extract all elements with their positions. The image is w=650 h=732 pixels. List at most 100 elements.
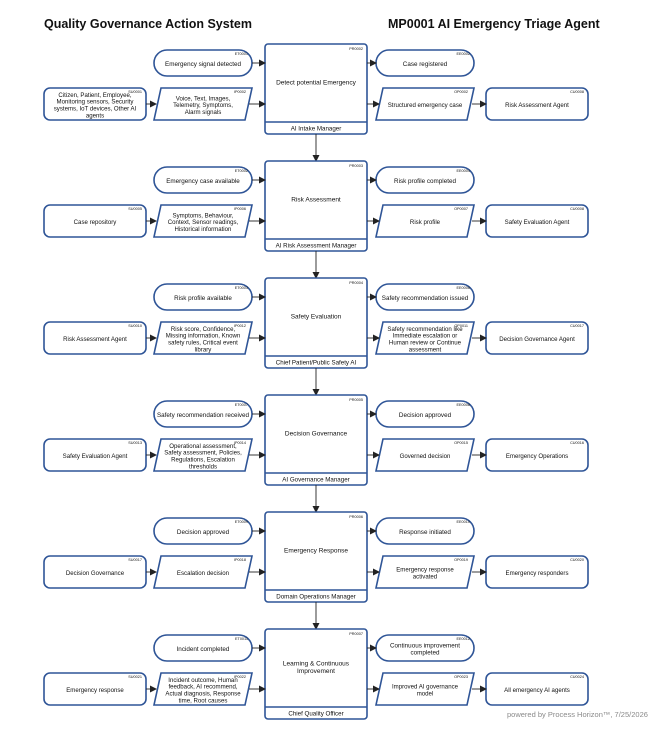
input-label: feedback, AI recommend, (168, 684, 237, 691)
customer-code: CU0024 (570, 675, 584, 679)
process-code: PR0002 (349, 47, 363, 51)
output-label: Immediate escalation or (393, 333, 458, 340)
input-label: safety rules, Critical event (168, 340, 238, 347)
output-label: Governed decision (400, 453, 451, 460)
process-code: PR0003 (349, 164, 363, 168)
input-label: time, Root causes (179, 697, 228, 704)
end-event-code: EE0004 (456, 169, 470, 173)
trigger-label: Decision approved (177, 529, 230, 536)
input-code: IP0022 (234, 675, 246, 679)
input-label: Symptoms, Behaviour, (173, 212, 234, 219)
input-label: Operational assessment, (169, 443, 237, 450)
input-label: library (195, 346, 213, 353)
process-label: Improvement (297, 668, 335, 675)
input-label: Voice, Text, Images, (176, 95, 231, 102)
process-code: PR0006 (349, 515, 363, 519)
customer-code: CU0020 (570, 558, 584, 562)
trigger-code: ET0003 (235, 286, 248, 290)
supplier-label: Emergency response (66, 687, 124, 694)
input-code: IP0018 (234, 558, 246, 562)
output-code: OP0007 (454, 207, 468, 211)
supplier-label: Citizen, Patient, Employee, (58, 92, 131, 99)
end-event-code: EE0010 (456, 520, 470, 524)
input-label: Historical information (175, 226, 232, 233)
customer-label: Emergency Operations (506, 453, 568, 460)
input-label: Context, Sensor readings, (168, 219, 239, 226)
end-event-label: Risk profile completed (394, 178, 456, 185)
trigger-label: Emergency signal detected (165, 61, 241, 68)
input-label: Actual diagnosis, Response (165, 691, 241, 698)
input-label: thresholds (189, 463, 217, 470)
output-code: OP0011 (454, 324, 468, 328)
output-label: model (417, 691, 434, 698)
supplier-label: agents (86, 112, 104, 119)
output-label: Improved AI governance (392, 684, 459, 691)
input-label: Missing information, Known (166, 333, 241, 340)
end-event-code: EE0006 (456, 286, 470, 290)
trigger-code: ET0011 (235, 637, 248, 641)
output-label: Structured emergency case (388, 102, 463, 109)
input-label: Risk score, Confidence, (171, 326, 236, 333)
input-label: Incident outcome, Human (168, 677, 237, 684)
supplier-code: SU0001 (128, 90, 142, 94)
trigger-label: Emergency case available (166, 178, 240, 185)
input-label: Telemetry, Symptoms, (173, 102, 233, 109)
input-code: IP0014 (234, 441, 246, 445)
process-owner: AI Governance Manager (282, 477, 349, 484)
supplier-label: Monitoring sensors, Security (57, 99, 135, 106)
process-owner: AI Intake Manager (291, 126, 342, 133)
output-code: OP0002 (454, 90, 468, 94)
customer-code: CU0008 (570, 90, 584, 94)
process-label: Safety Evaluation (291, 313, 342, 320)
supplier-label: Decision Governance (66, 570, 125, 577)
trigger-code: ET0007 (235, 403, 248, 407)
end-event-label: Safety recommendation issued (382, 295, 469, 302)
customer-label: Decision Governance Agent (499, 336, 575, 343)
trigger-code: ET0009 (235, 520, 248, 524)
process-owner: Chief Quality Officer (288, 711, 343, 718)
input-label: Safety assessment, Policies, (164, 450, 242, 457)
output-label: Risk profile (410, 219, 441, 226)
end-event-label: Decision approved (399, 412, 452, 419)
supplier-label: Risk Assessment Agent (63, 336, 127, 343)
input-code: IP0002 (234, 90, 246, 94)
trigger-code: ET0002 (235, 169, 248, 173)
customer-code: CU0016 (570, 441, 584, 445)
trigger-label: Safety recommendation received (157, 412, 250, 419)
trigger-code: ET0001 (235, 52, 248, 56)
supplier-code: SU0021 (128, 675, 142, 679)
customer-label: Risk Assessment Agent (505, 102, 569, 109)
supplier-label: systems, IoT devices, Other AI (54, 106, 137, 113)
end-event-label: Continuous improvement (390, 643, 460, 650)
supplier-label: Case repository (74, 219, 118, 226)
supplier-code: SU0010 (128, 324, 142, 328)
